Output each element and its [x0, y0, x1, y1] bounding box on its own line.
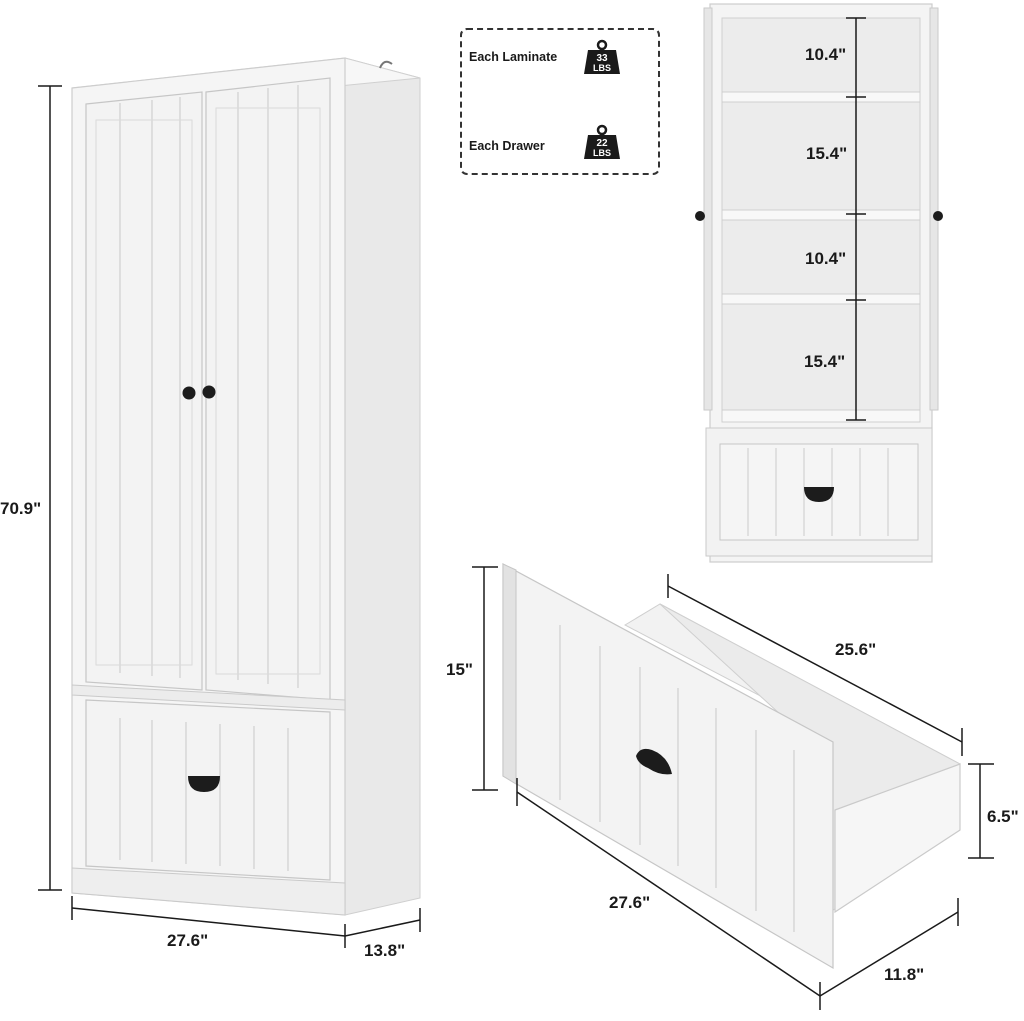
- cabinet-side-panel: [344, 57, 421, 916]
- open-right-knob: [933, 211, 943, 221]
- drawer-weight-value: 22: [596, 138, 608, 149]
- cabinet-rail: [71, 684, 346, 711]
- open-left-door-edge: [703, 7, 713, 411]
- drawer-front-grooves: [559, 625, 795, 932]
- legend-label-drawer: Each Drawer: [469, 139, 545, 153]
- laminate-weight-value: 33: [596, 53, 608, 64]
- shelf-spacing-3: 10.4": [805, 249, 847, 268]
- right-door-inset: [215, 107, 321, 675]
- cabinet-height-label: 70.9": [0, 499, 42, 518]
- left-door: [85, 91, 203, 691]
- drawer-side-wall: [834, 763, 961, 914]
- drawer-side-height-label: 6.5": [987, 807, 1019, 826]
- legend-label-laminate: Each Laminate: [469, 50, 558, 64]
- drawer-weight-unit: LBS: [593, 148, 611, 158]
- cabinet-dimension-lines: [38, 85, 421, 948]
- drawer-dimension-lines: [472, 566, 994, 1010]
- laminate-weight-unit: LBS: [593, 63, 611, 73]
- drawer-grooves: [119, 718, 289, 871]
- interior-shelves: [721, 91, 921, 423]
- drawer-width-label: 27.6": [609, 893, 651, 912]
- weight-capacity-legend: [460, 28, 660, 175]
- open-left-knob: [695, 211, 705, 221]
- drawer-depth-label: 11.8": [884, 965, 925, 984]
- cabinet-closed-view: [71, 57, 421, 916]
- left-door-knob: [182, 386, 196, 400]
- open-drawer-handle: [804, 487, 834, 502]
- weight-icon: 22 LBS: [584, 124, 620, 159]
- shelf-spacing-2: 15.4": [806, 144, 848, 163]
- cabinet-depth-label: 13.8": [364, 941, 406, 960]
- shelf-spacing-1: 10.4": [805, 45, 847, 64]
- shelf-dimension-lines: [846, 17, 866, 421]
- open-right-door-edge: [929, 7, 939, 411]
- shelf-spacing-4: 15.4": [804, 352, 846, 371]
- drawer-front-height-label: 15": [446, 660, 473, 679]
- weight-icon: 33 LBS: [584, 39, 620, 74]
- wall-anchor: [379, 60, 393, 69]
- drawer-inner-depth-label: 25.6": [835, 640, 877, 659]
- drawer-detail-view: [502, 562, 961, 970]
- drawer-cup-handle: [636, 748, 672, 775]
- cabinet-open-view: [695, 3, 943, 563]
- drawer-handle: [188, 776, 220, 792]
- cabinet-base: [71, 867, 346, 916]
- right-door-knob: [202, 385, 216, 399]
- cabinet-width-label: 27.6": [167, 931, 209, 950]
- drawer-front-edge: [502, 563, 517, 785]
- door-grooves: [119, 85, 299, 688]
